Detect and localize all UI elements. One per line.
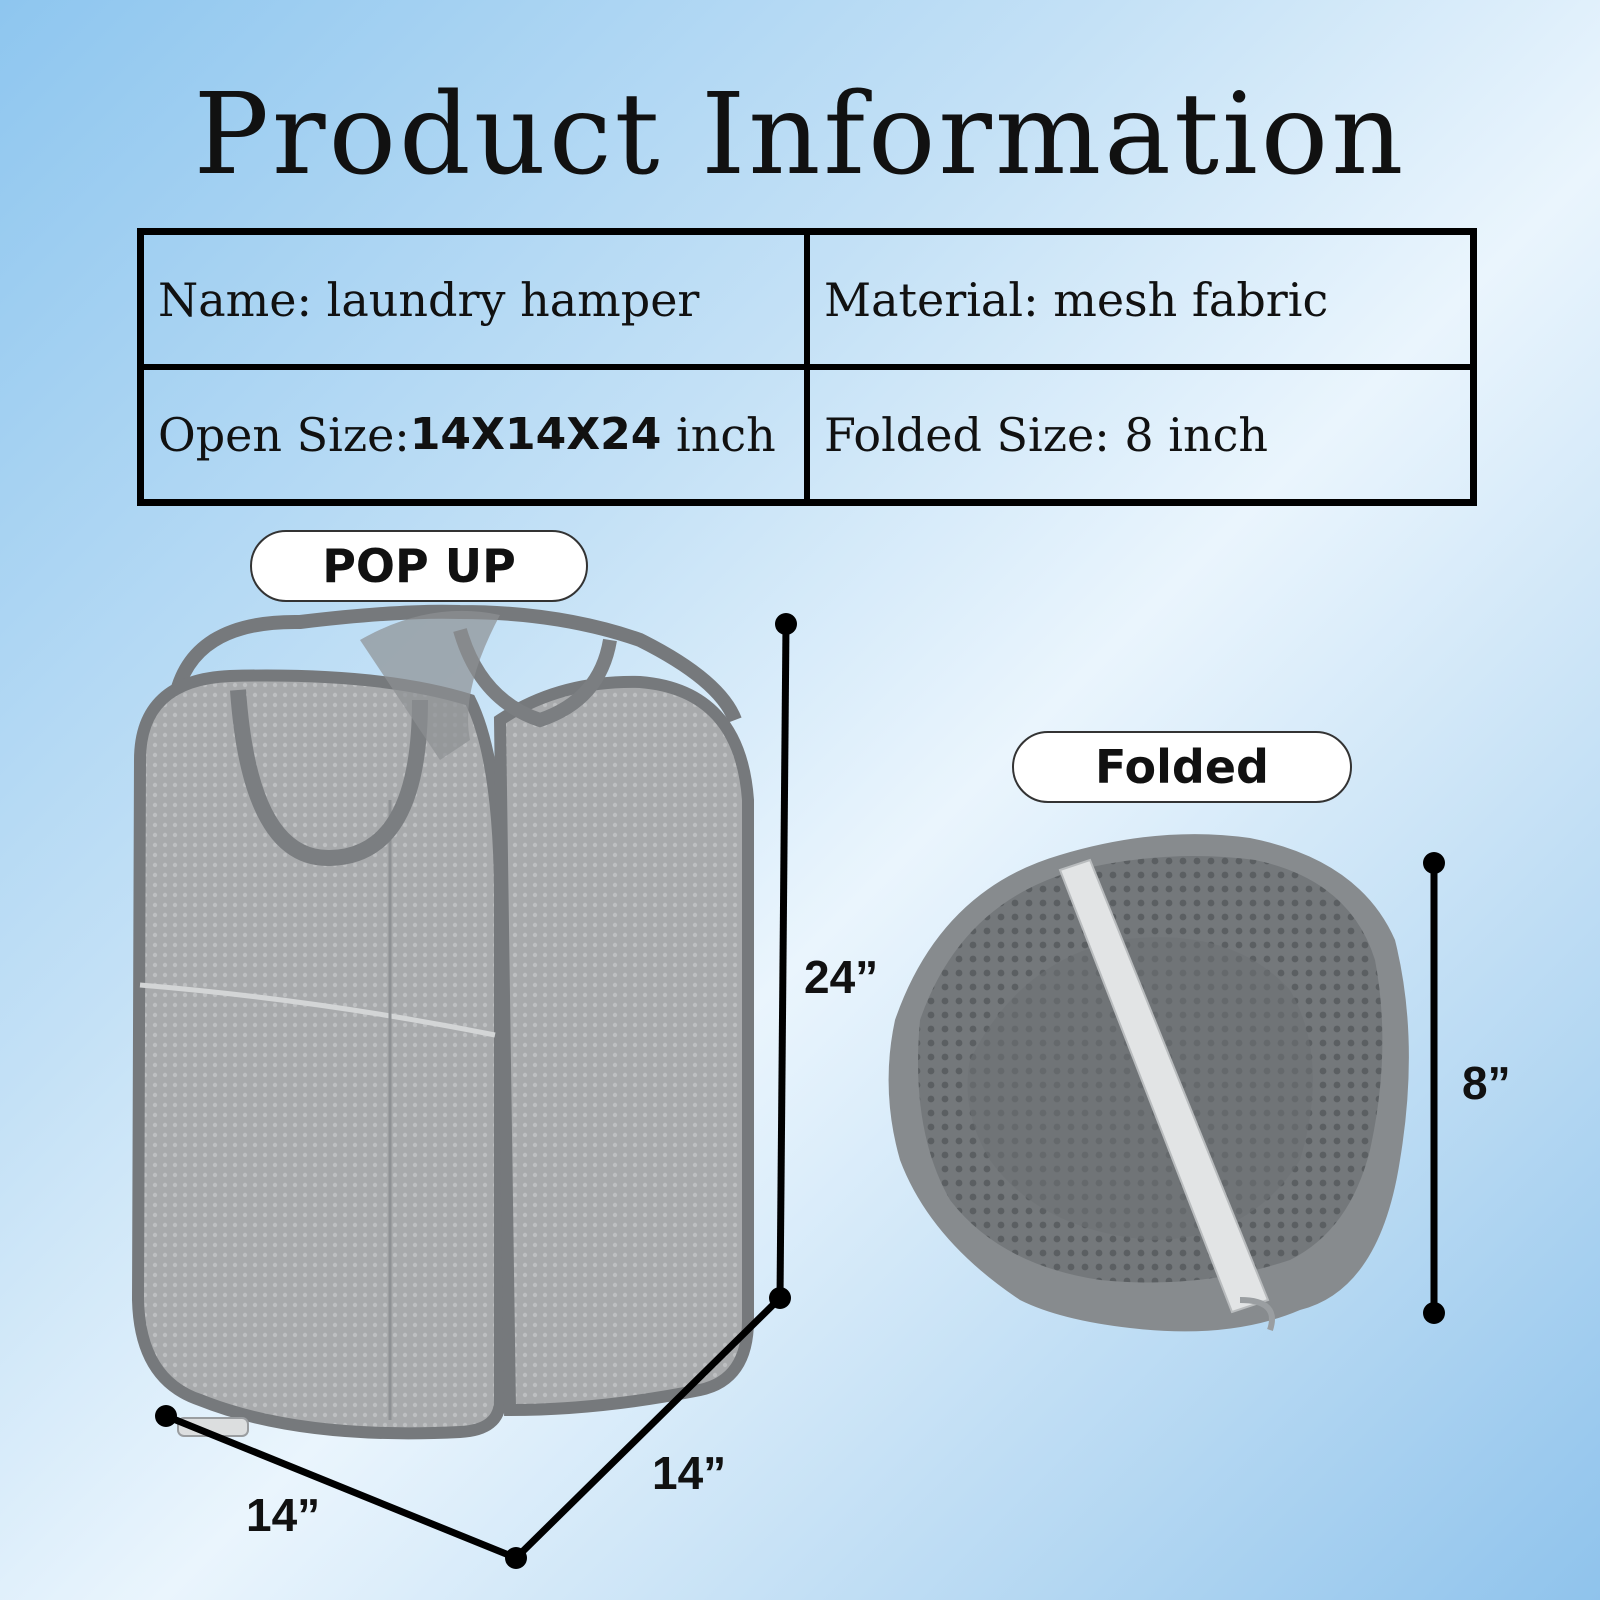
material-label: Material: [824, 272, 1039, 327]
hamper-front-handle [230, 689, 428, 867]
folded-hamper-image [888, 834, 1409, 1332]
name-cell: Name: laundry hamper [141, 232, 807, 367]
hamper-dimension-lines [155, 613, 797, 1569]
open-size-label: Open Size: [158, 407, 410, 462]
product-info-table: Name: laundry hamper Material: mesh fabr… [137, 228, 1477, 506]
hamper-pocket-seam [139, 982, 496, 1038]
depth-dimension-label: 14” [652, 1447, 727, 1499]
name-value: laundry hamper [326, 272, 700, 327]
pop-up-badge: POP UP [250, 530, 588, 602]
name-label: Name: [158, 272, 313, 327]
folded-size-cell: Folded Size: 8 inch [807, 367, 1473, 502]
folded-dimension-line [1423, 852, 1445, 1324]
folded-badge: Folded [1012, 731, 1352, 803]
open-size-unit: inch [675, 407, 776, 462]
folded-size-value: 8 inch [1124, 407, 1268, 462]
folded-strap [1058, 858, 1270, 1314]
material-cell: Material: mesh fabric [807, 232, 1473, 367]
open-size-cell: Open Size:14X14X24 inch [141, 367, 807, 502]
hamper-right-panel [493, 675, 754, 1417]
folded-height-dimension-label: 8” [1462, 1057, 1511, 1109]
folded-size-label: Folded Size: [824, 407, 1110, 462]
width-dimension-label: 14” [246, 1489, 321, 1541]
height-dimension-label: 24” [804, 951, 879, 1003]
material-value: mesh fabric [1053, 272, 1329, 327]
hamper-left-panel [131, 669, 506, 1440]
hamper-image [131, 604, 754, 1440]
open-size-value: 14X14X24 [409, 409, 662, 460]
page-title: Product Information [193, 70, 1407, 200]
